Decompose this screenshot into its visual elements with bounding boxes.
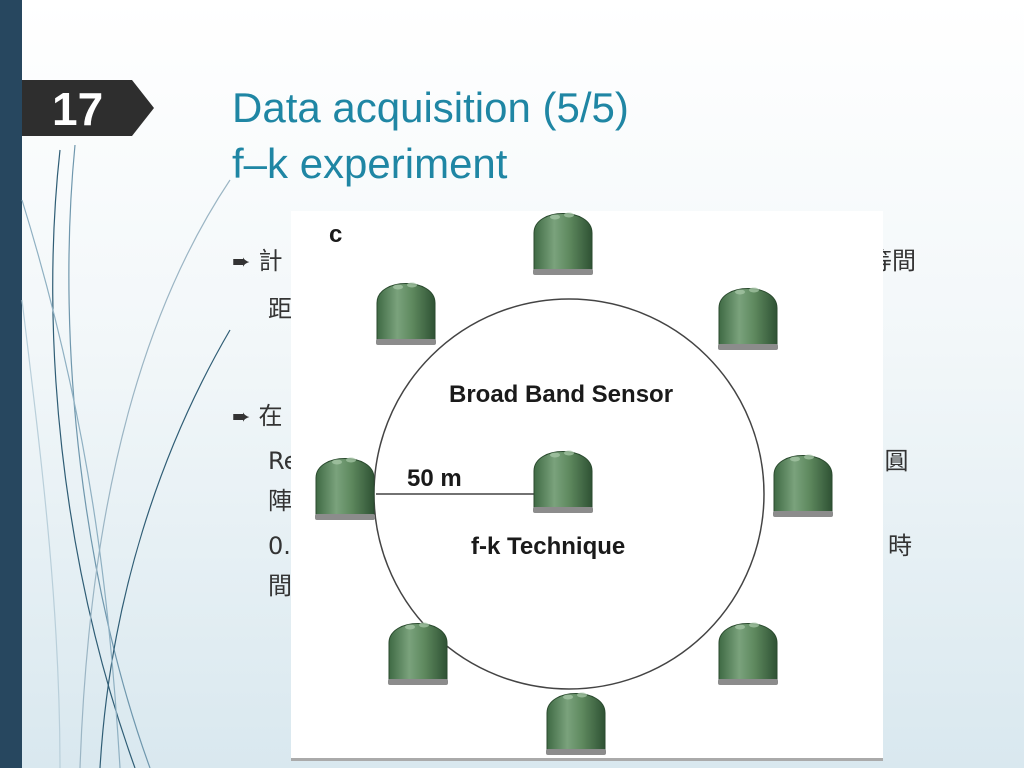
sensor-label: Broad Band Sensor [449, 381, 674, 408]
arrow-bullet-icon: ➨ [232, 250, 251, 275]
technique-label: f-k Technique [471, 533, 626, 560]
bullet-2-line-4-end: 時 [888, 532, 912, 560]
bullet-2-line-5: 間 [268, 572, 292, 600]
slide-title: Data acquisition (5/5) f–k experiment [232, 80, 629, 192]
seismometer-icon [717, 622, 779, 686]
seismometer-icon [532, 450, 594, 514]
left-accent-bar [0, 0, 22, 768]
seismometer-icon [545, 692, 607, 756]
fk-array-figure: c Broad Band Sensor 50 m f-k Technique [291, 211, 883, 759]
bullet-2-line-3: 陣 [268, 487, 292, 515]
slide-number-badge: 17 [22, 80, 154, 136]
decorative-curves [21, 144, 231, 768]
panel-label: c [329, 221, 343, 248]
bullet-1-line-2: 距 [268, 295, 292, 323]
radius-label: 50 m [407, 465, 462, 492]
seismometer-icon [387, 622, 449, 686]
figure-bottom-edge [291, 758, 883, 761]
bullet-1-line-1: ➨計 [232, 247, 283, 275]
array-diagram [314, 212, 834, 756]
title-line-2: f–k experiment [232, 140, 508, 187]
seismometer-icon [772, 454, 834, 518]
seismometer-icon [532, 212, 594, 276]
bullet-2-line-1: ➨在 [232, 402, 283, 430]
slide-number: 17 [52, 83, 104, 135]
bullet-2-line-4: 0. [268, 532, 291, 560]
title-line-1: Data acquisition (5/5) [232, 84, 629, 131]
seismometer-icon [717, 287, 779, 351]
seismometer-icon [375, 282, 437, 346]
arrow-bullet-icon: ➨ [232, 405, 251, 430]
seismometer-icon [314, 457, 376, 521]
